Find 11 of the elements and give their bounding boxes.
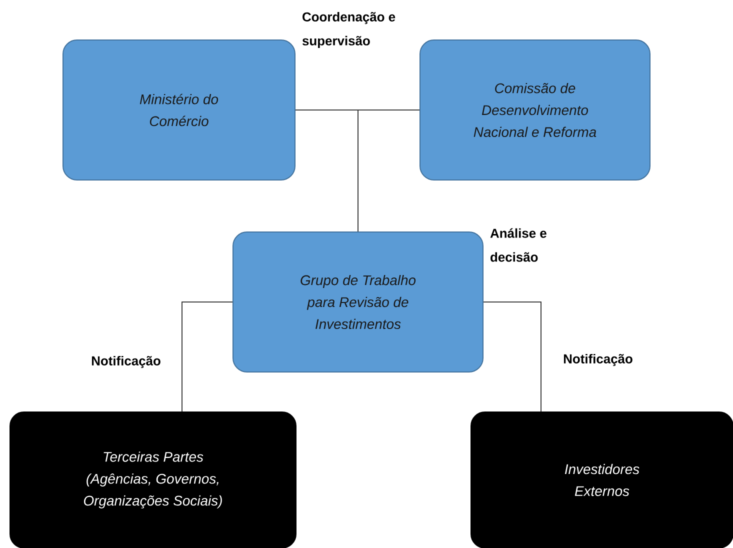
annotation-text: Coordenação e supervisão [302,12,396,48]
edge-label: Notificação [90,354,162,370]
process-box: Terceiras Partes (Agências, Governos, Organizações Sociais) [10,412,296,548]
connector-line [358,110,420,232]
connector-line [182,302,233,412]
process-box: Investidores Externos [470,412,733,548]
edge-label: Notificação [562,352,634,368]
process-box: Grupo de Trabalho para Revisão de Investimentos [232,232,484,372]
connector-line [483,302,542,412]
process-box: Ministério do Comércio [62,40,296,180]
process-box: Comissão de Desenvolvimento Nacional e Reforma [420,40,650,180]
